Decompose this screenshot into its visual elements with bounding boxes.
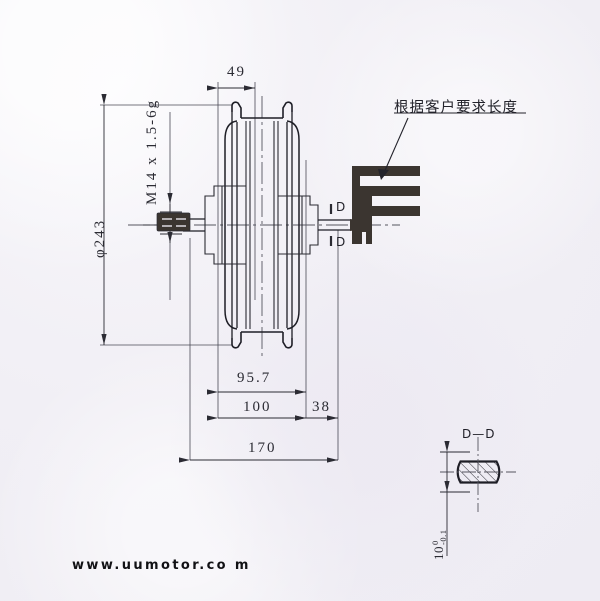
section-marker-label-bottom: D [336, 235, 347, 249]
axle-thread-left [156, 212, 191, 232]
tolerance-lower: -0.1 [438, 529, 449, 545]
note-leader-line [382, 112, 526, 176]
section-dd-centerlines [440, 437, 516, 512]
flat-dimension-value: 10 [431, 546, 446, 560]
note-leader-arrowhead [378, 169, 389, 180]
flat-dimension-tolerance: 0-0.1 [430, 529, 449, 545]
extension-lines [100, 82, 339, 460]
axle-thread-left-grooves [162, 218, 186, 227]
customer-length-note: 根据客户要求长度 [394, 100, 518, 116]
wheel-rim-outline [231, 101, 293, 349]
dimension-label-diameter-243: φ243 [92, 218, 108, 258]
hub-inner-structure [204, 121, 319, 329]
rim-side-walls [231, 112, 293, 338]
section-dd-dimension [440, 441, 470, 556]
dimension-label-170: 170 [248, 440, 277, 456]
section-dd-shape [456, 460, 501, 484]
section-marker-label-top: D [336, 200, 347, 214]
cable-exit-bracket [352, 166, 420, 244]
dimension-label-38: 38 [312, 399, 331, 415]
site-watermark: www.uumotor.co m [72, 558, 251, 573]
dimension-label-100: 100 [243, 399, 272, 415]
dimension-label-49: 49 [227, 64, 246, 80]
motor-hub-shell [224, 120, 300, 330]
dimension-label-m14-thread: M14 x 1.5-6g [144, 98, 160, 205]
dimension-label-95-7: 95.7 [237, 370, 272, 386]
section-dd-title: D—D [462, 427, 496, 441]
